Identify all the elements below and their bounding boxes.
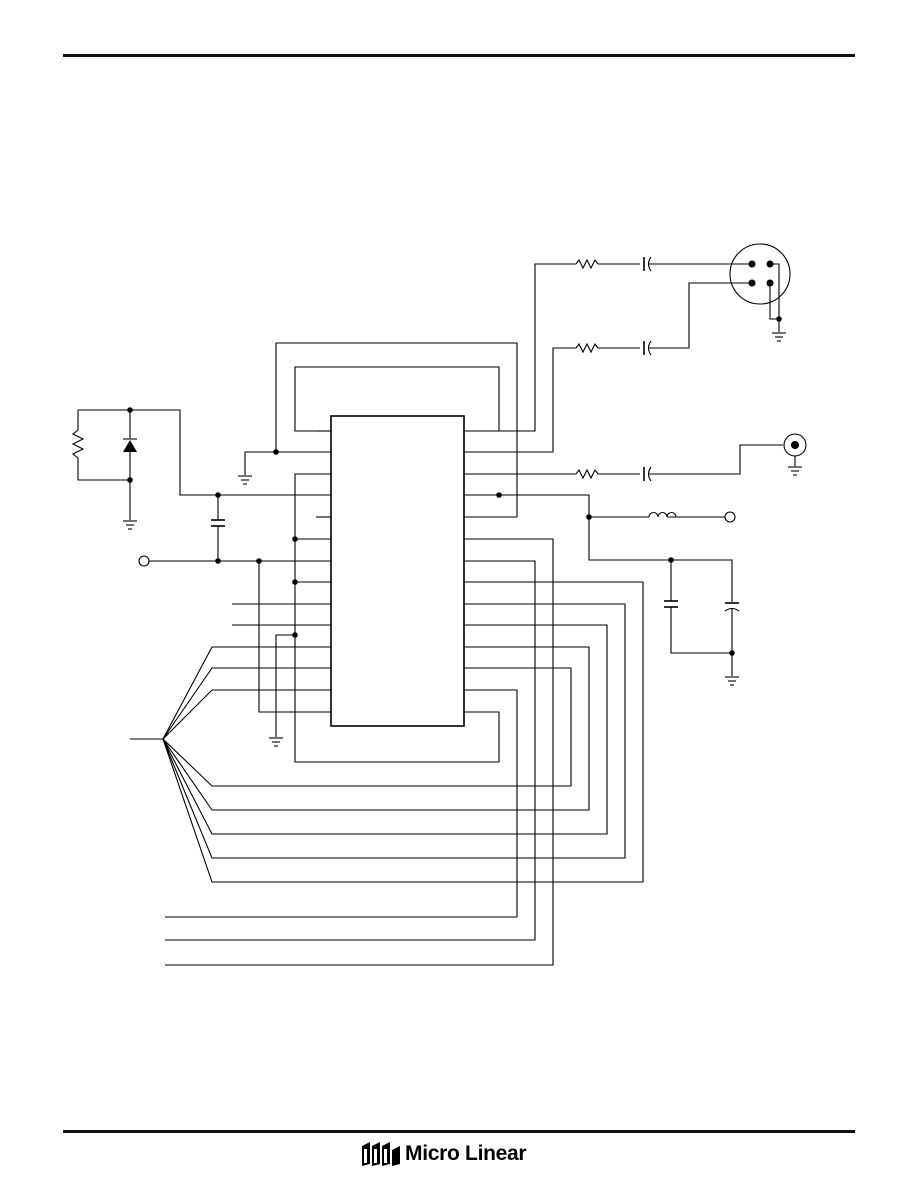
top-inner-loop-wire	[294, 366, 500, 432]
rca-center-pin	[790, 440, 800, 450]
bus-line	[162, 667, 331, 740]
cap-lead	[670, 607, 732, 654]
svideo-connector	[729, 243, 791, 305]
bus-line	[162, 624, 608, 835]
capacitor-curved-plate	[647, 340, 652, 356]
control-line	[165, 538, 554, 966]
header-rule	[63, 54, 855, 57]
input-terminal	[138, 555, 150, 567]
ic-package	[330, 415, 465, 727]
cap-to-rca	[649, 444, 783, 475]
footer-logo: Micro Linear	[360, 1138, 527, 1170]
top-outer-loop-wire	[275, 342, 518, 518]
ground-symbol	[238, 475, 252, 485]
resistor-lead-bottom	[77, 458, 130, 481]
filter-wire	[588, 517, 733, 602]
power-terminal	[724, 511, 736, 523]
footer-rule	[63, 1130, 855, 1133]
diode-symbol	[123, 440, 137, 452]
bus-line	[162, 581, 644, 883]
resistor-symbol	[71, 429, 85, 459]
ground-symbol	[725, 676, 739, 686]
ground-wire-bottom	[275, 634, 295, 737]
ground-symbol	[123, 520, 137, 530]
control-line	[165, 560, 536, 941]
ground-wire-left	[244, 451, 276, 475]
connector-ground-wire	[770, 263, 780, 319]
output-wire-2	[464, 347, 576, 453]
resistor-symbol	[575, 258, 599, 270]
bus-line	[162, 646, 590, 811]
power-wire	[464, 494, 590, 517]
control-line	[165, 689, 518, 918]
bus-line	[162, 646, 331, 740]
junction-dots	[127, 316, 782, 656]
ground-symbol	[772, 332, 786, 342]
inductor-symbol	[648, 511, 677, 518]
brand-name: Micro Linear	[405, 1142, 527, 1165]
ground-symbol	[788, 466, 802, 476]
capacitor-curved-plate	[647, 256, 652, 272]
resistor-symbol	[575, 468, 599, 480]
output-wire-1	[464, 263, 576, 432]
input-pin-wire	[258, 561, 331, 713]
micro-linear-logo-icon	[362, 1142, 400, 1166]
capacitor-curved-plate	[647, 466, 652, 482]
ground-symbol	[269, 737, 283, 747]
connector-pin	[748, 279, 756, 287]
bus-line	[162, 603, 626, 859]
bus-line	[162, 689, 331, 740]
cap-to-connector-2	[649, 282, 750, 349]
left-bus-loop	[294, 473, 500, 763]
connector-pin	[748, 260, 756, 268]
resistor-symbol	[575, 342, 599, 354]
bus-line	[162, 667, 572, 787]
connector-ground-wire	[769, 283, 779, 320]
